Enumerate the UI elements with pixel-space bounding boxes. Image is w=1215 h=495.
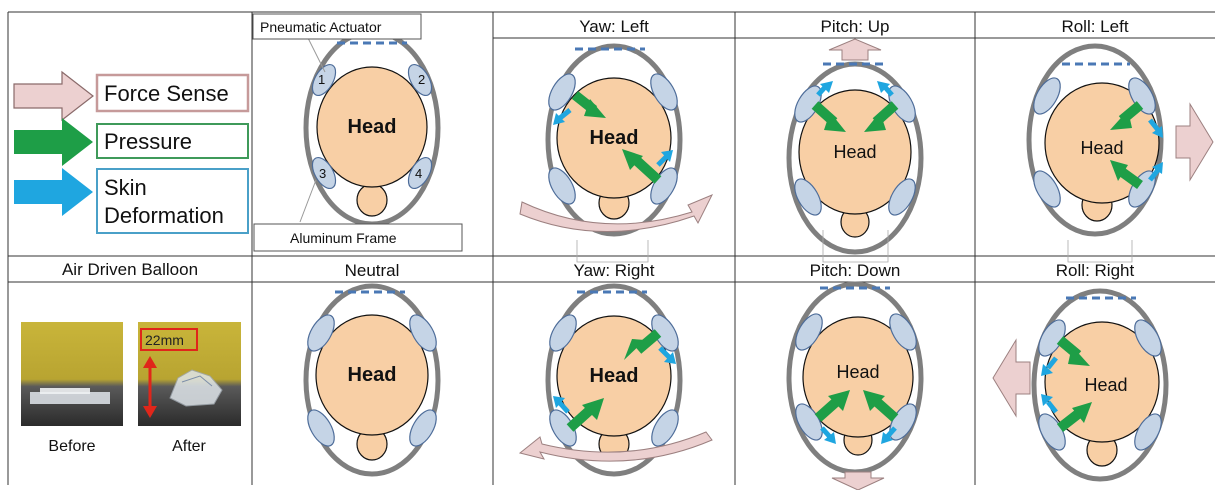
- legend: Force Sense Pressure Skin Deformation: [14, 72, 248, 233]
- force-arrow-icon: [14, 72, 93, 120]
- legend-skin-label-line1: Skin: [104, 175, 147, 200]
- pitch-up-force-arrow: [829, 39, 881, 60]
- roll-left-force-arrow: [1176, 104, 1213, 180]
- legend-force: Force Sense: [14, 72, 248, 120]
- title-yaw-right: Yaw: Right: [574, 261, 655, 280]
- head-label: Head: [1080, 138, 1123, 158]
- diagram-yaw-left: Head: [520, 46, 712, 234]
- title-neutral: Neutral: [345, 261, 400, 280]
- balloon-section: Air Driven Balloon 22mm Before After: [21, 260, 241, 455]
- actuator-number-3: 3: [319, 166, 326, 181]
- frame-label: Aluminum Frame: [290, 230, 397, 246]
- title-roll-right: Roll: Right: [1056, 261, 1135, 280]
- diagram-pitch-down: Head: [789, 284, 922, 490]
- title-pitch-down: Pitch: Down: [810, 261, 901, 280]
- actuator-number-4: 4: [415, 166, 422, 181]
- legend-skin-label-line2: Deformation: [104, 203, 224, 228]
- title-yaw-left: Yaw: Left: [579, 17, 649, 36]
- before-label: Before: [48, 438, 95, 455]
- head-label: Head: [590, 127, 639, 149]
- pressure-arrow-icon: [14, 118, 93, 166]
- head-label: Head: [348, 116, 397, 138]
- pitch-down-force-arrow: [832, 472, 884, 490]
- balloon-title: Air Driven Balloon: [62, 260, 198, 279]
- actuator-label: Pneumatic Actuator: [260, 19, 382, 35]
- head-label: Head: [348, 364, 397, 386]
- actuator-number-1: 1: [318, 72, 325, 87]
- head-label: Head: [833, 142, 876, 162]
- legend-skin: Skin Deformation: [14, 168, 248, 233]
- diagram-roll-right: Head: [993, 291, 1167, 479]
- diagram-labeled: 1 2 3 4 Head Pneumatic Actuator Aluminum…: [253, 14, 462, 251]
- diagram-pitch-up: Head: [789, 39, 921, 252]
- diagram-neutral: Head: [302, 286, 441, 474]
- after-label: After: [172, 438, 206, 455]
- title-pitch-up: Pitch: Up: [821, 17, 890, 36]
- skin-arrow-icon: [14, 168, 93, 216]
- roll-right-force-arrow: [993, 340, 1030, 416]
- title-roll-left: Roll: Left: [1061, 17, 1128, 36]
- legend-pressure: Pressure: [14, 118, 248, 166]
- diagram-yaw-right: Head: [520, 286, 712, 474]
- legend-pressure-label: Pressure: [104, 129, 192, 154]
- legend-force-label: Force Sense: [104, 81, 229, 106]
- actuator-number-2: 2: [418, 72, 425, 87]
- panel-titles: Yaw: Left Pitch: Up Roll: Left Neutral Y…: [345, 17, 1135, 280]
- photo-before: [21, 322, 123, 426]
- head-label: Head: [836, 362, 879, 382]
- diagram-roll-left: Head: [1028, 46, 1213, 234]
- measure-label: 22mm: [145, 332, 184, 348]
- head-label: Head: [1084, 375, 1127, 395]
- head-label: Head: [590, 365, 639, 387]
- photo-after: 22mm: [138, 322, 241, 426]
